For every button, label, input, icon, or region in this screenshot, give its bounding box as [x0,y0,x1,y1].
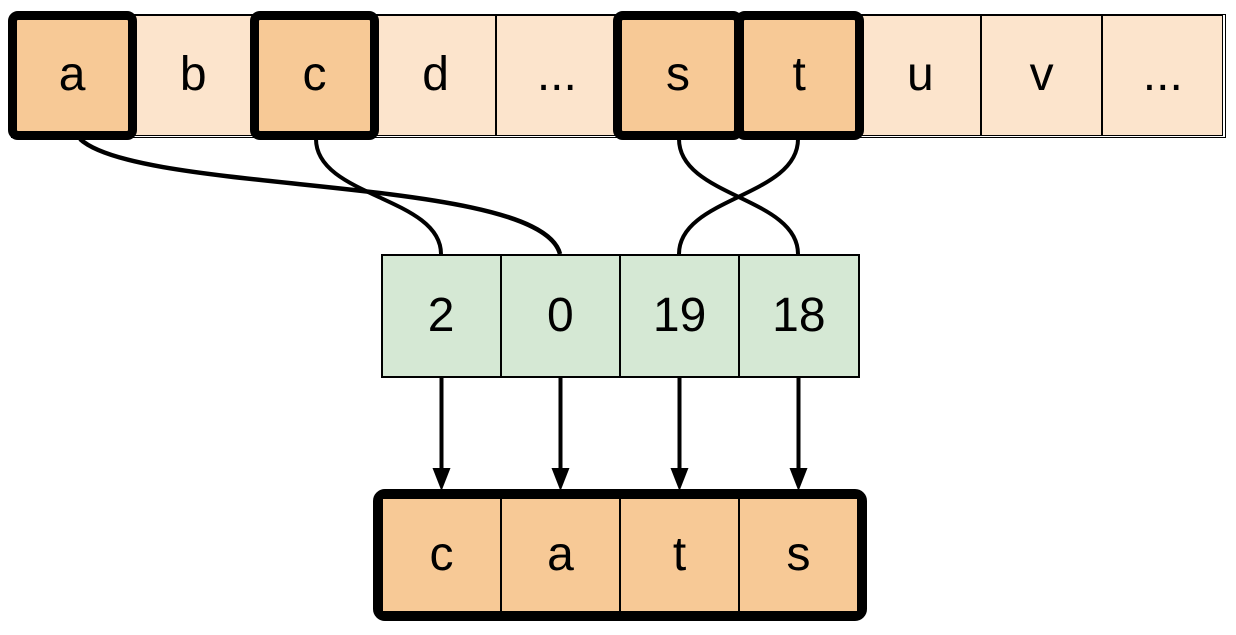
word-cell-t: t [620,498,739,612]
word-row: c a t s [373,489,867,621]
alphabet-cell-c: c [249,10,380,140]
alphabet-row: a b c d ... s t u v ... [7,10,1226,140]
index-row: 2 0 19 18 [380,253,860,378]
arrow-index2-to-word-c [432,377,451,491]
alphabet-cell-a: a [7,10,137,140]
word-cell-c: c [382,498,501,612]
index-cell-0: 0 [500,254,620,377]
alphabet-cell-b: b [132,14,254,136]
alphabet-cell-u: u [859,14,981,136]
arrow-index18-to-word-s [789,377,808,491]
alphabet-cell-d: d [375,14,497,136]
alphabet-cell-t: t [734,10,864,140]
connector-t-to-index19 [677,138,800,255]
connector-c-to-index2 [314,138,443,255]
alphabet-cell-v: v [981,14,1103,136]
connector-a-to-index0 [78,137,563,255]
index-cell-18: 18 [739,254,859,377]
alphabet-cell-ellipsis-2: ... [1102,14,1224,136]
arrow-index19-to-word-t [670,377,689,491]
arrow-index0-to-word-a [551,377,570,491]
word-cell-s: s [739,498,858,612]
alphabet-cell-s: s [613,10,743,140]
alphabet-cell-ellipsis-1: ... [496,14,618,136]
connector-s-to-index18 [677,138,800,255]
index-cell-19: 19 [620,254,740,377]
word-cell-a: a [501,498,620,612]
index-cell-2: 2 [381,254,501,377]
